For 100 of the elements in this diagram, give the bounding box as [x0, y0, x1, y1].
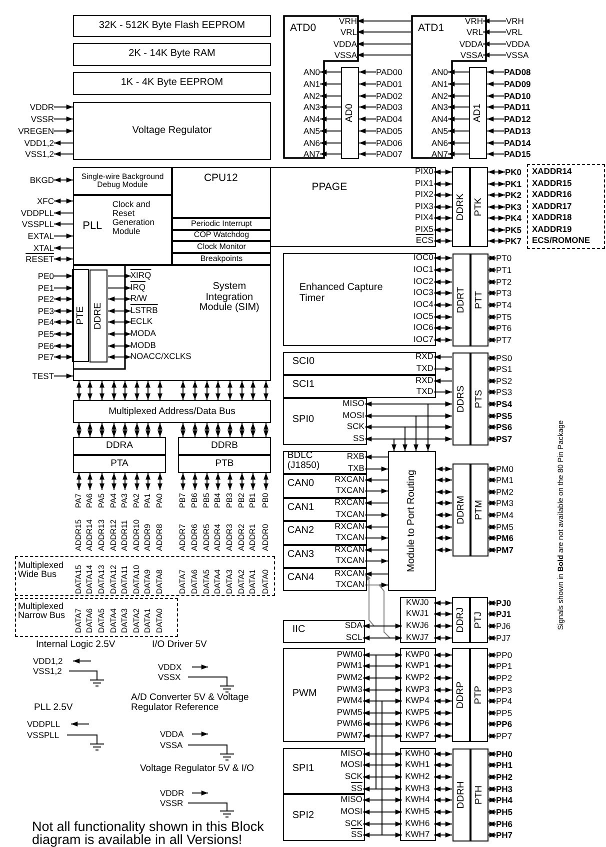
pin-label: PB4 [213, 492, 223, 508]
pin-label: PS7 [496, 434, 512, 444]
arrow [488, 466, 496, 472]
block-label: ATD0 [290, 23, 316, 34]
pin-label: PK3 [505, 202, 522, 212]
module-box [283, 451, 367, 474]
arrow [436, 500, 452, 506]
signal-label: VRH [465, 16, 483, 26]
module-box [283, 498, 367, 521]
pin-label: PAD06 [376, 138, 402, 148]
signal-label: KWH5 [405, 806, 430, 816]
pin-label: PE1 [38, 283, 54, 293]
signal-label: ADDR4 [213, 524, 223, 551]
arrow [180, 472, 186, 490]
port-box [400, 597, 436, 643]
arrow [88, 422, 92, 438]
arrow [488, 326, 496, 330]
pin-label: PA5 [97, 493, 107, 508]
register-box [470, 748, 488, 841]
module-box [172, 241, 271, 253]
arrow [488, 204, 506, 210]
pin-label: PP0 [496, 650, 512, 660]
register-box [72, 269, 90, 362]
pin-label: VDD1,2 [33, 656, 63, 666]
pin-label: PAD11 [504, 102, 530, 112]
arrow [250, 422, 256, 438]
arrow [434, 774, 452, 780]
module-box [73, 72, 271, 95]
arrow [434, 314, 452, 320]
signal-label: R/W [130, 293, 147, 304]
arrow [434, 762, 452, 768]
pin-label: PH1 [496, 760, 513, 770]
arrow [482, 52, 506, 58]
signal-label: ADDR12 [109, 519, 119, 551]
arrow [434, 302, 452, 308]
block-label: DDRA [106, 441, 133, 451]
signal-label: AN5 [303, 126, 320, 136]
signal-label: SS [351, 829, 362, 840]
block-label: DDRH [456, 780, 466, 808]
arrow [356, 52, 412, 58]
arrow [54, 246, 74, 250]
signal-label: PWM4 [336, 695, 362, 706]
arrow [228, 422, 232, 438]
register-box [452, 748, 470, 841]
block-label: CAN0 [287, 479, 314, 490]
register-box [470, 463, 488, 556]
block-label: COP Watchdog [194, 231, 250, 240]
module-box [283, 748, 365, 794]
signal-label: VDDA [333, 39, 357, 49]
arrow [482, 18, 506, 24]
arrow [434, 366, 452, 372]
block-label: Module to Port Routing [406, 470, 418, 572]
signal-label: LSTRB [130, 305, 158, 316]
signal-label: PIX5 [414, 224, 434, 234]
signal-label: DATA9 [143, 569, 153, 594]
arrow [54, 198, 74, 204]
signal-label: MISO [340, 794, 362, 804]
connector-line [188, 802, 228, 808]
arrow [112, 380, 116, 400]
pin-label: VSSPLL [22, 219, 54, 229]
block-label: PPAGE [312, 182, 348, 194]
block-label: DDRE [93, 302, 104, 330]
arrow [362, 774, 402, 780]
signal-label: SCL [346, 632, 362, 642]
arrow [54, 116, 74, 122]
signal-label: IRQ [130, 282, 146, 292]
arrow [180, 380, 186, 400]
arrow [364, 524, 388, 530]
arrow [434, 268, 452, 272]
arrow [448, 140, 470, 146]
block-label: XADDR16 [532, 190, 572, 199]
arrow [488, 548, 496, 552]
arrow [488, 832, 496, 838]
block-label: DDRK [456, 194, 466, 220]
signal-label: VSSA [334, 50, 357, 60]
pin-label: PS2 [496, 376, 512, 386]
pin-label: PA2 [132, 493, 142, 508]
signal-label: PWM6 [336, 718, 362, 728]
signal-label: IOC0 [414, 252, 434, 262]
pin-label: VRL [506, 27, 523, 37]
pin-label: PM1 [496, 475, 514, 485]
footnote-text: Not all functionality shown in this Block diagram is available in all Versions! [32, 820, 265, 846]
pin-label: PB0 [261, 492, 271, 508]
arrow [264, 472, 268, 490]
signal-label: RXCAN [334, 497, 364, 508]
pin-label: PH2 [496, 772, 513, 782]
arrow [158, 380, 162, 400]
arrow [192, 732, 208, 736]
arrow [72, 658, 92, 664]
signal-label: TXCAN [336, 579, 364, 590]
block-label: XADDR14 [532, 167, 572, 176]
signal-label: TXCAN [336, 555, 364, 566]
arrow [486, 70, 504, 74]
arrow [402, 424, 452, 452]
arrow [488, 600, 496, 606]
block-label: PWM [292, 689, 317, 700]
pin-label: PAD03 [376, 102, 402, 112]
arrow [488, 256, 496, 260]
arrow [88, 380, 92, 400]
arrow [488, 436, 496, 442]
